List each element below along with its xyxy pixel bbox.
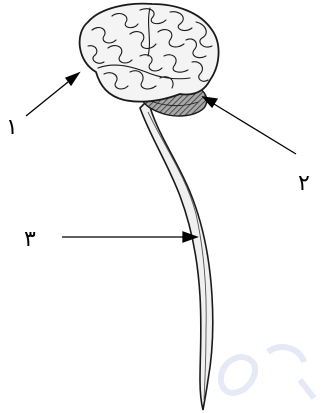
label-2: ٢ xyxy=(298,171,310,196)
label-3: ٣ xyxy=(24,227,36,252)
spinal-cord xyxy=(140,100,213,410)
spinal-cord-body xyxy=(140,100,213,410)
pointer-1-arrowhead xyxy=(66,73,79,85)
pointer-1-line xyxy=(26,82,68,116)
watermark xyxy=(221,347,314,398)
label-1: ١ xyxy=(6,115,18,140)
pointer-2-line xyxy=(214,104,296,154)
cerebrum xyxy=(80,4,219,102)
